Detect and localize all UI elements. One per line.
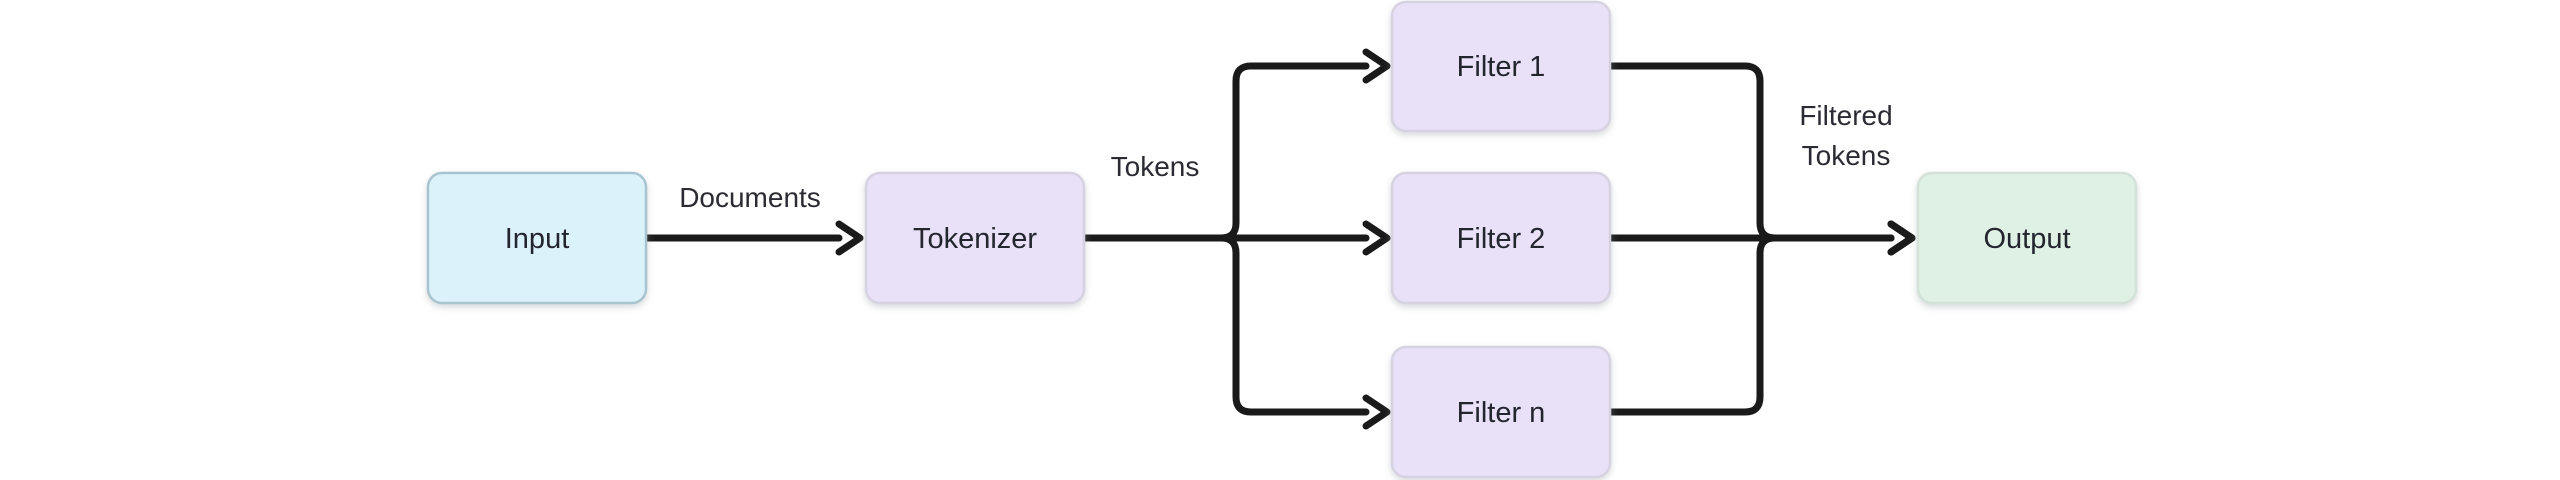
node-filtern-label: Filter n [1457, 397, 1546, 429]
node-filter2-box [1390, 171, 1612, 305]
edge-filtern-output [1606, 220, 1916, 416]
node-filter1-label: Filter 1 [1457, 51, 1546, 83]
edges [642, 48, 1916, 430]
node-filtern: Filter n [1390, 345, 1612, 479]
node-input: Input [426, 171, 648, 305]
edge-label-documents: Documents [679, 182, 821, 213]
edge-label-filtered-tokens-line2: Tokens [1802, 140, 1891, 171]
node-filter1-box [1390, 0, 1612, 133]
node-tokenizer: Tokenizer [864, 171, 1086, 305]
node-output-label: Output [1983, 223, 2070, 255]
node-filter1: Filter 1 [1390, 0, 1612, 133]
edge-label-tokens: Tokens [1111, 151, 1200, 182]
node-input-box [426, 171, 648, 305]
node-tokenizer-box [864, 171, 1086, 305]
node-output: Output [1916, 171, 2138, 305]
node-filtern-box [1390, 345, 1612, 479]
node-output-box [1916, 171, 2138, 305]
edge-labels: Documents Tokens Filtered Tokens [679, 100, 1893, 213]
node-tokenizer-label: Tokenizer [913, 223, 1037, 255]
node-input-label: Input [505, 223, 570, 255]
node-filter2-label: Filter 2 [1457, 223, 1546, 255]
node-filter2: Filter 2 [1390, 171, 1612, 305]
edge-label-filtered-tokens-line1: Filtered [1799, 100, 1892, 131]
edge-tokenizer-filtern [1080, 234, 1391, 430]
